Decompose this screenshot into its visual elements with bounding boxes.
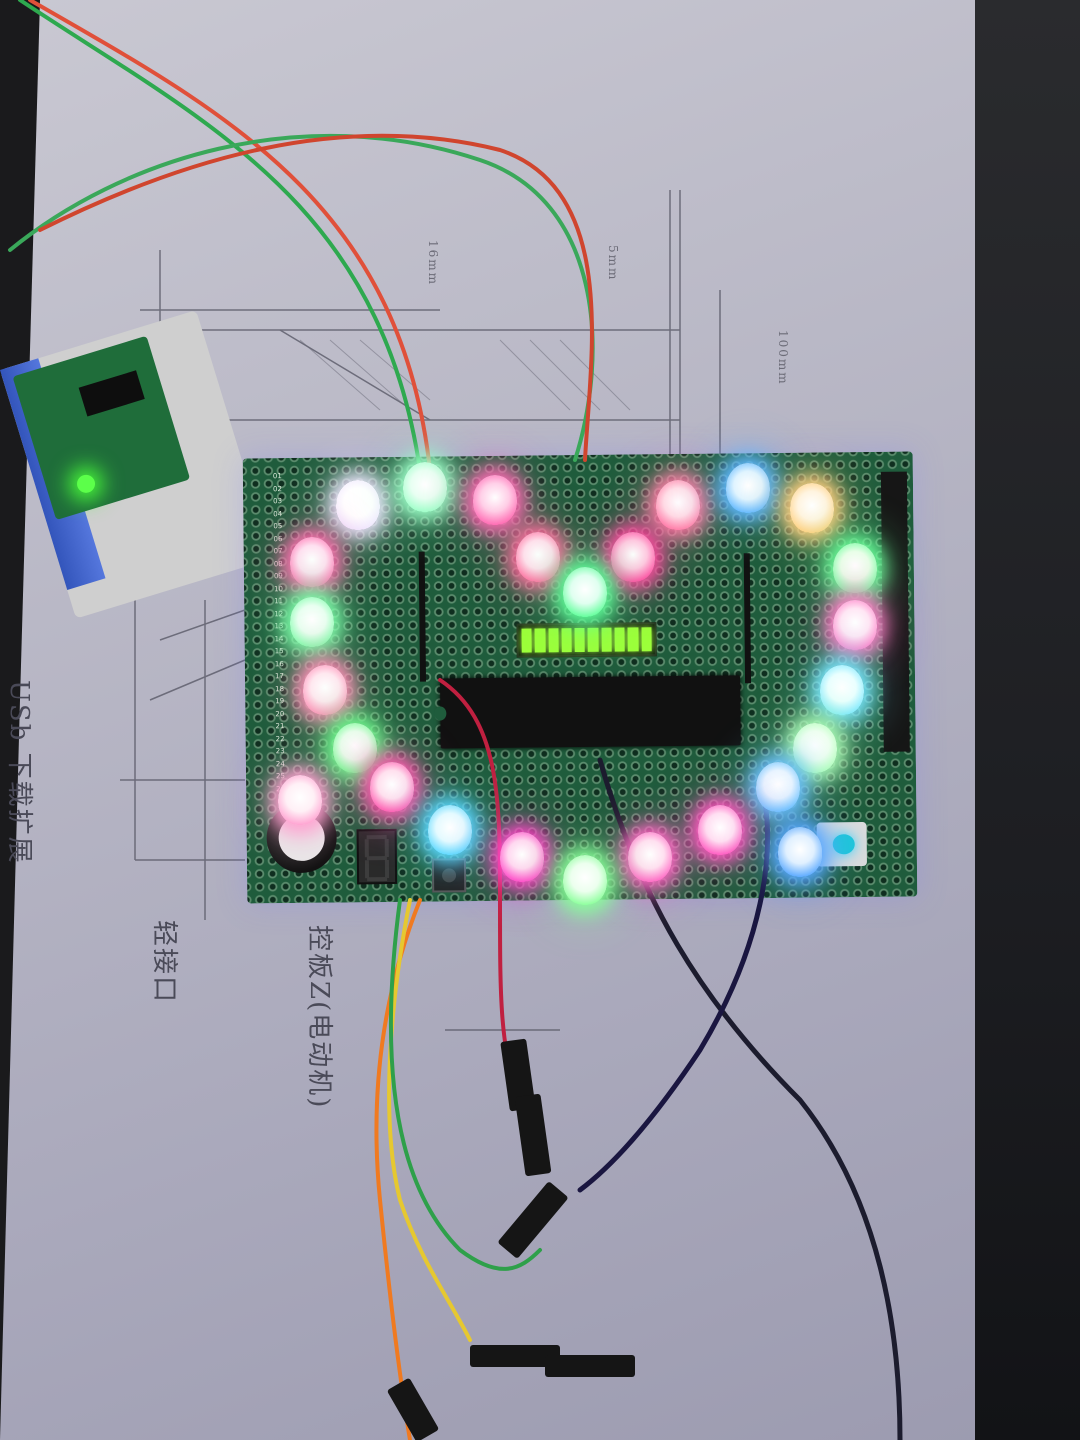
led-light xyxy=(303,665,347,715)
led-light xyxy=(428,805,472,855)
led-light xyxy=(336,480,380,530)
led-light xyxy=(563,567,607,617)
led-light xyxy=(370,762,414,812)
led-light xyxy=(833,600,877,650)
led-light xyxy=(790,483,834,533)
led-light xyxy=(778,827,822,877)
led-light xyxy=(698,805,742,855)
led-light xyxy=(563,855,607,905)
led-light xyxy=(290,537,334,587)
led-light xyxy=(656,480,700,530)
led-light xyxy=(756,762,800,812)
led-light xyxy=(833,543,877,593)
desk-surface xyxy=(975,0,1080,1440)
led-light xyxy=(500,832,544,882)
led-light xyxy=(516,532,560,582)
led-light xyxy=(333,723,377,773)
led-light xyxy=(611,532,655,582)
led-light xyxy=(290,597,334,647)
led-light xyxy=(278,775,322,825)
led-light xyxy=(628,832,672,882)
led-light xyxy=(726,463,770,513)
led-light xyxy=(403,462,447,512)
led-light xyxy=(473,475,517,525)
led-light xyxy=(820,665,864,715)
led-light xyxy=(793,723,837,773)
